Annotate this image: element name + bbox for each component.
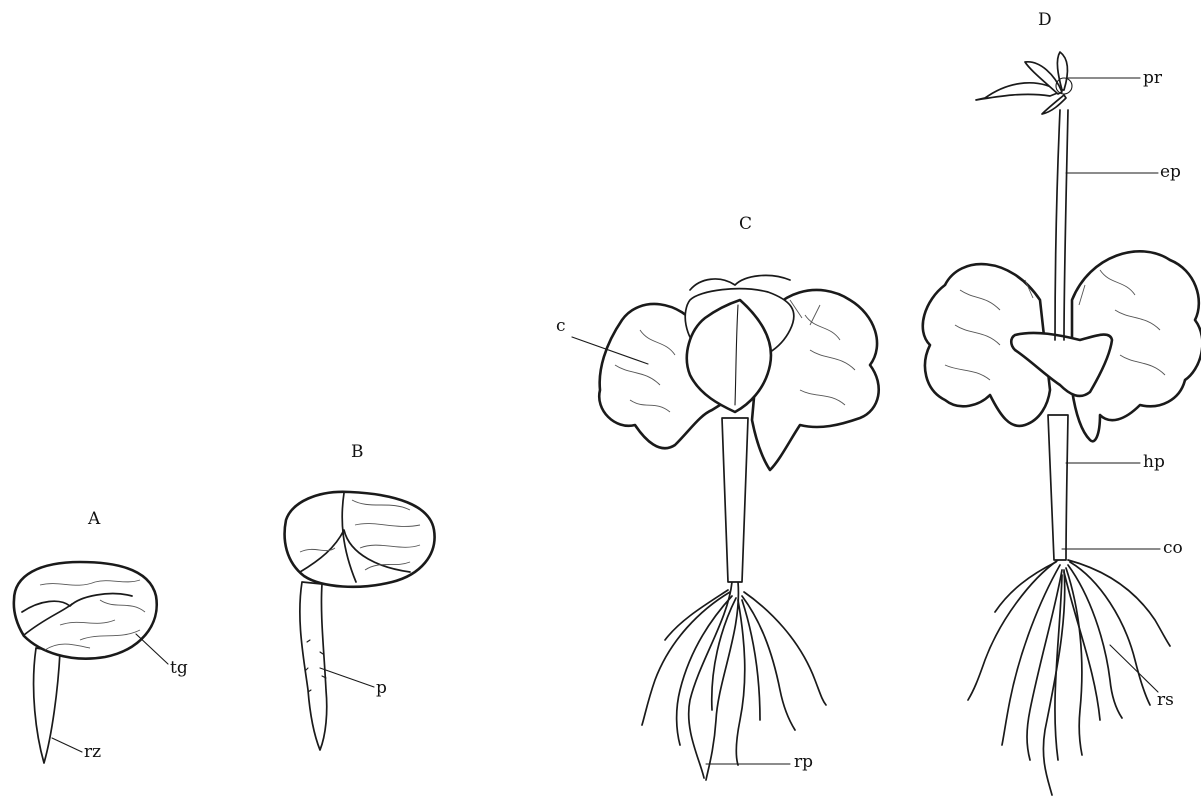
stage-d-title: D: [1038, 12, 1052, 29]
leader-p: [320, 668, 374, 687]
label-p: p: [376, 680, 387, 697]
seedling-c: [572, 275, 879, 780]
leader-tg: [136, 634, 168, 664]
stage-a-title: A: [88, 511, 100, 528]
label-co: co: [1163, 540, 1183, 557]
stage-c-title: C: [739, 216, 752, 233]
seedling-a: [14, 562, 168, 763]
leader-rs: [1110, 645, 1158, 692]
label-c: c: [556, 318, 566, 335]
label-hp: hp: [1143, 454, 1165, 471]
label-rp: rp: [794, 754, 813, 771]
label-rs: rs: [1157, 692, 1174, 709]
stage-b-title: B: [351, 444, 364, 461]
seedling-b: [285, 492, 435, 750]
leader-rz: [52, 738, 82, 752]
label-ep: ep: [1160, 164, 1181, 181]
label-rz: rz: [84, 744, 101, 761]
label-tg: tg: [170, 660, 188, 677]
label-pr: pr: [1143, 70, 1162, 87]
